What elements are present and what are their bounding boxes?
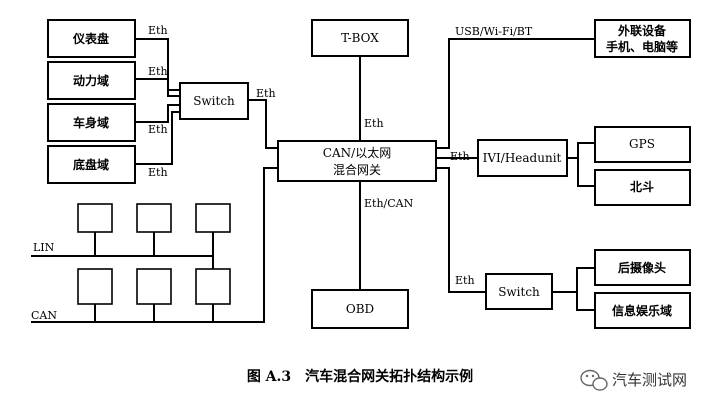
node-instrument-label: 仪表盘	[72, 31, 109, 46]
node-external-devices: 外联设备 手机、电脑等	[594, 19, 691, 58]
node-rear-camera: 后摄像头	[594, 249, 691, 286]
node-switch-right: Switch	[485, 273, 553, 310]
ecu-group	[77, 203, 231, 305]
node-tbox-label: T-BOX	[341, 31, 379, 45]
edge-label-eth-powertrain: Eth	[148, 65, 168, 78]
node-body-label: 车身域	[73, 115, 109, 130]
node-switch-left-label: Switch	[193, 94, 235, 108]
node-tbox: T-BOX	[311, 19, 409, 57]
node-gps-label: GPS	[629, 137, 655, 151]
edge-label-eth-switch-right: Eth	[455, 274, 475, 287]
node-powertrain: 动力域	[47, 61, 136, 100]
node-powertrain-label: 动力域	[73, 73, 109, 88]
edge-label-eth-chassis: Eth	[148, 166, 168, 179]
node-gps: GPS	[594, 126, 691, 163]
node-rear-camera-label: 后摄像头	[618, 260, 666, 275]
edge-label-eth-body: Eth	[148, 123, 168, 136]
wechat-icon	[580, 369, 608, 391]
node-switch-right-label: Switch	[498, 285, 540, 299]
node-external-label-line1: 外联设备	[618, 23, 667, 38]
bus-label-lin: LIN	[33, 241, 55, 254]
node-obd-label: OBD	[346, 302, 374, 316]
node-chassis-label: 底盘域	[73, 157, 109, 172]
watermark-text: 汽车测试网	[612, 371, 687, 389]
node-gateway-label-line2: 混合网关	[333, 162, 381, 177]
node-gateway-label-line1: CAN/以太网	[323, 145, 391, 160]
edge-label-eth-can-obd: Eth/CAN	[364, 197, 414, 210]
edge-label-eth-ivi: Eth	[450, 150, 470, 163]
edge-label-usb-wifi-bt: USB/Wi-Fi/BT	[455, 25, 533, 38]
node-external-label-line2: 手机、电脑等	[606, 39, 678, 54]
node-instrument: 仪表盘	[47, 19, 136, 58]
watermark: 汽车测试网	[580, 369, 687, 391]
node-ivi: IVI/Headunit	[477, 139, 568, 177]
node-beidou: 北斗	[594, 169, 691, 206]
bus-label-can: CAN	[31, 309, 57, 322]
node-switch-left: Switch	[179, 82, 249, 120]
edge-label-eth-tbox: Eth	[364, 117, 384, 130]
ecu-box	[136, 203, 172, 233]
node-beidou-label: 北斗	[630, 179, 654, 194]
node-ivi-label: IVI/Headunit	[483, 151, 562, 165]
node-chassis: 底盘域	[47, 145, 136, 184]
node-body: 车身域	[47, 103, 136, 142]
node-obd: OBD	[311, 289, 409, 329]
connection-lines	[31, 38, 595, 323]
ecu-box	[136, 268, 172, 305]
node-infotainment-label: 信息娱乐域	[612, 303, 672, 318]
ecu-box	[77, 203, 113, 233]
edge-labels: Eth Eth Eth Eth Eth Eth USB/Wi-Fi/BT Eth…	[31, 24, 533, 322]
ecu-box	[77, 268, 113, 305]
figure-caption: 图 A.3 汽车混合网关拓扑结构示例	[247, 368, 473, 385]
ecu-box	[195, 268, 231, 305]
ecu-box	[195, 203, 231, 233]
node-infotainment: 信息娱乐域	[594, 292, 691, 329]
edge-label-eth-switch-gateway: Eth	[256, 87, 276, 100]
node-gateway: CAN/以太网 混合网关	[277, 140, 437, 182]
edge-label-eth-instrument: Eth	[148, 24, 168, 37]
